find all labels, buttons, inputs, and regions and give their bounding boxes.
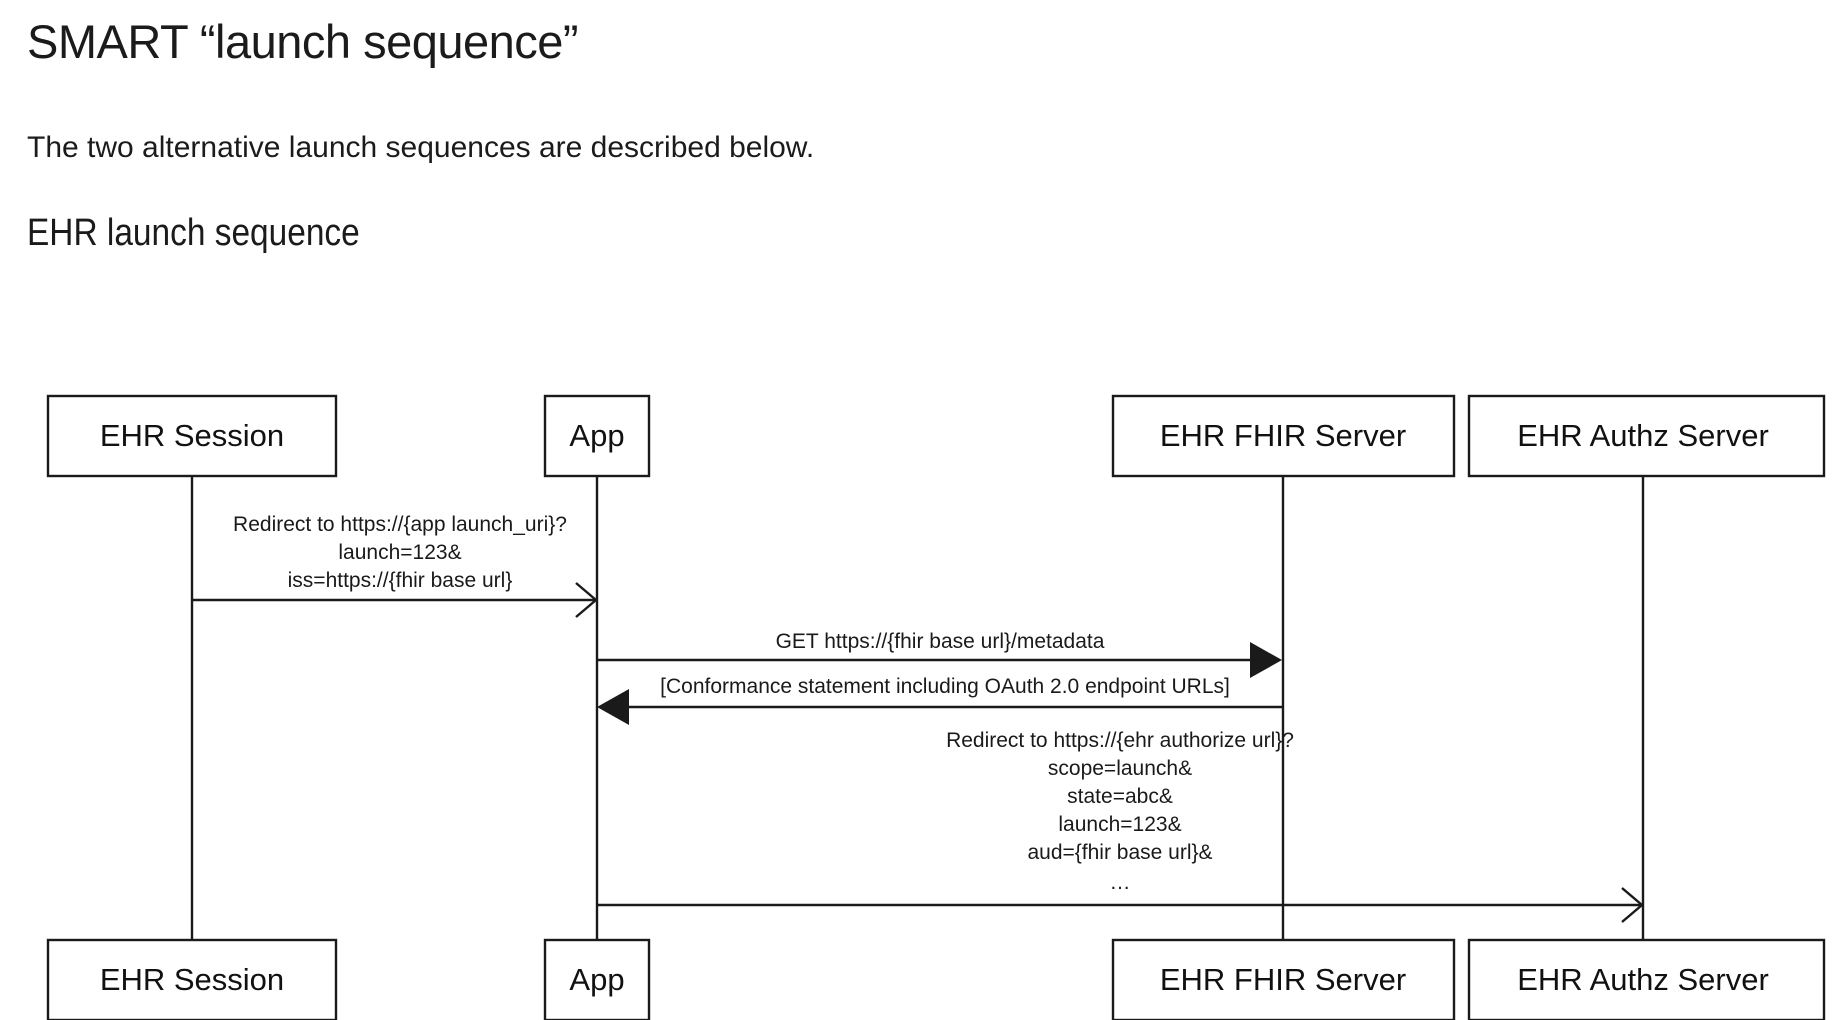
participant-boxes-top: EHR Session App EHR FHIR Server EHR Auth… — [46, 394, 1826, 478]
page-title: SMART “launch sequence” — [27, 15, 579, 68]
arrowhead-open-icon — [575, 582, 598, 618]
participant-box-rect — [1467, 394, 1826, 478]
participant-box-rect — [46, 938, 338, 1020]
intro-paragraph: The two alternative launch sequences are… — [27, 131, 815, 164]
participant-box-ehr-session-top[interactable]: EHR Session — [46, 394, 338, 478]
participant-box-rect — [1111, 394, 1456, 478]
participant-box-rect — [543, 394, 651, 478]
message-label-line-6: … — [1110, 871, 1131, 894]
message-label-line-3: iss=https://{fhir base url} — [288, 569, 513, 592]
message-msg-conformance-statement: [Conformance statement including OAuth 2… — [597, 675, 1282, 725]
participant-box-ehr-fhir-server-top[interactable]: EHR FHIR Server — [1111, 394, 1456, 478]
participant-box-rect — [1467, 938, 1826, 1020]
participant-box-app-bottom[interactable]: App — [543, 938, 651, 1020]
arrowhead-open-icon — [1621, 887, 1644, 923]
message-msg-redirect-app-launch: Redirect to https://{app launch_uri}? la… — [193, 513, 598, 618]
participant-label-app-bottom: App — [569, 962, 624, 997]
lifelines — [190, 410, 1645, 942]
message-label-line-5: aud={fhir base url}& — [1027, 841, 1212, 864]
message-label-line-1: GET https://{fhir base url}/metadata — [776, 630, 1105, 653]
arrowhead-solid-icon — [597, 689, 629, 725]
message-label-line-2: launch=123& — [338, 541, 461, 564]
message-label-line-1: Redirect to https://{app launch_uri}? — [233, 513, 567, 536]
message-msg-redirect-authorize: Redirect to https://{ehr authorize url}?… — [598, 729, 1644, 923]
section-heading: EHR launch sequence — [27, 212, 360, 254]
participant-boxes-bottom: EHR Session App EHR FHIR Server EHR Auth… — [46, 938, 1826, 1020]
message-label-line-4: launch=123& — [1058, 813, 1181, 836]
participant-label-ehr-session-bottom: EHR Session — [100, 962, 284, 997]
message-msg-get-metadata: GET https://{fhir base url}/metadata — [598, 630, 1282, 678]
message-label-line-3: state=abc& — [1067, 785, 1173, 808]
participant-box-ehr-authz-server-top[interactable]: EHR Authz Server — [1467, 394, 1826, 478]
participant-label-ehr-authz-server-top: EHR Authz Server — [1517, 418, 1769, 453]
participant-box-ehr-session-bottom[interactable]: EHR Session — [46, 938, 338, 1020]
participant-box-rect — [1111, 938, 1456, 1020]
participant-box-rect — [46, 394, 338, 478]
participant-label-ehr-fhir-server-top: EHR FHIR Server — [1160, 418, 1406, 453]
message-label-line-1: [Conformance statement including OAuth 2… — [660, 675, 1230, 698]
participant-label-ehr-authz-server-bottom: EHR Authz Server — [1517, 962, 1769, 997]
participant-box-rect — [543, 938, 651, 1020]
participant-box-ehr-authz-server-bottom[interactable]: EHR Authz Server — [1467, 938, 1826, 1020]
participant-box-app-top[interactable]: App — [543, 394, 651, 478]
message-label-line-1: Redirect to https://{ehr authorize url}? — [946, 729, 1294, 752]
participant-label-app-top: App — [569, 418, 624, 453]
participant-label-ehr-session-top: EHR Session — [100, 418, 284, 453]
participant-label-ehr-fhir-server-bottom: EHR FHIR Server — [1160, 962, 1406, 997]
arrowhead-solid-icon — [1250, 642, 1282, 678]
participant-box-ehr-fhir-server-bottom[interactable]: EHR FHIR Server — [1111, 938, 1456, 1020]
message-label-line-2: scope=launch& — [1048, 757, 1192, 780]
